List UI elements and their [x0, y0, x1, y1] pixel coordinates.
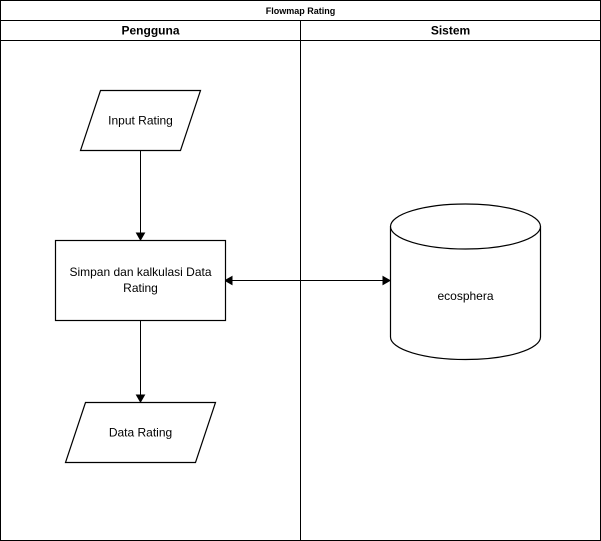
lane-label-pengguna: Pengguna: [121, 24, 179, 38]
diagram-title: Flowmap Rating: [266, 6, 336, 16]
node-label-line-2: Rating: [123, 281, 158, 295]
process-shape: [54, 239, 227, 322]
edge-simpan-ecosphera: [223, 275, 392, 286]
node-input-rating[interactable]: Input Rating: [79, 89, 202, 152]
lane-label-sistem: Sistem: [431, 24, 470, 38]
node-ecosphera[interactable]: ecosphera: [389, 203, 542, 361]
edge-simpan-to-data-rating: [135, 320, 146, 404]
node-label-line-1: Simpan dan kalkulasi Data: [69, 265, 211, 279]
arrowhead-right: [382, 275, 392, 286]
database-body: [389, 226, 542, 361]
arrowhead-down: [135, 394, 146, 404]
node-label: Data Rating: [109, 426, 172, 440]
arrowhead-down: [135, 232, 146, 242]
node-label: ecosphera: [437, 289, 493, 303]
node-label: Input Rating: [108, 114, 173, 128]
database-top: [389, 203, 542, 250]
arrowhead-left: [223, 275, 233, 286]
parallelogram-shape: [79, 89, 202, 152]
parallelogram-shape: [64, 401, 217, 464]
node-simpan-kalkulasi[interactable]: Simpan dan kalkulasi Data Rating: [54, 239, 227, 322]
node-data-rating[interactable]: Data Rating: [64, 401, 217, 464]
edge-input-to-simpan: [135, 150, 146, 242]
